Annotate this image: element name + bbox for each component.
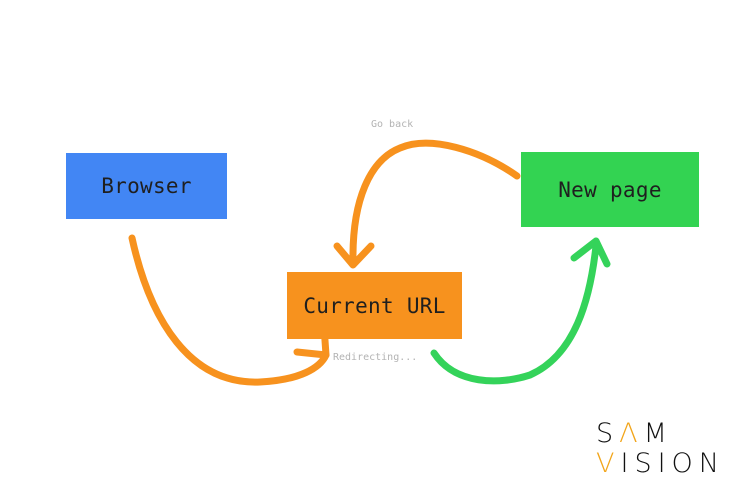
arrow-redirecting [430,242,600,385]
arrowhead-go-back [333,242,375,269]
current-url-node-label: Current URL [303,293,446,318]
logo-line-2: VISION [596,448,725,479]
arrow-browser-to-current-url [128,234,330,386]
arrowhead-redirecting [570,237,611,268]
current-url-node: Current URL [287,272,462,339]
browser-node: Browser [66,153,227,219]
arrow-go-back [349,139,521,266]
redirecting-label: Redirecting... [333,352,418,363]
logo-accent-chevron-up: Λ [619,418,644,449]
logo-line-1: SΛM [596,418,673,449]
browser-node-label: Browser [101,174,192,198]
new-page-node-label: New page [558,177,662,202]
sam-vision-logo: SΛM VISION [596,420,726,480]
logo-accent-chevron-down: V [596,448,621,479]
new-page-node: New page [521,152,699,227]
go-back-label: Go back [371,119,414,130]
